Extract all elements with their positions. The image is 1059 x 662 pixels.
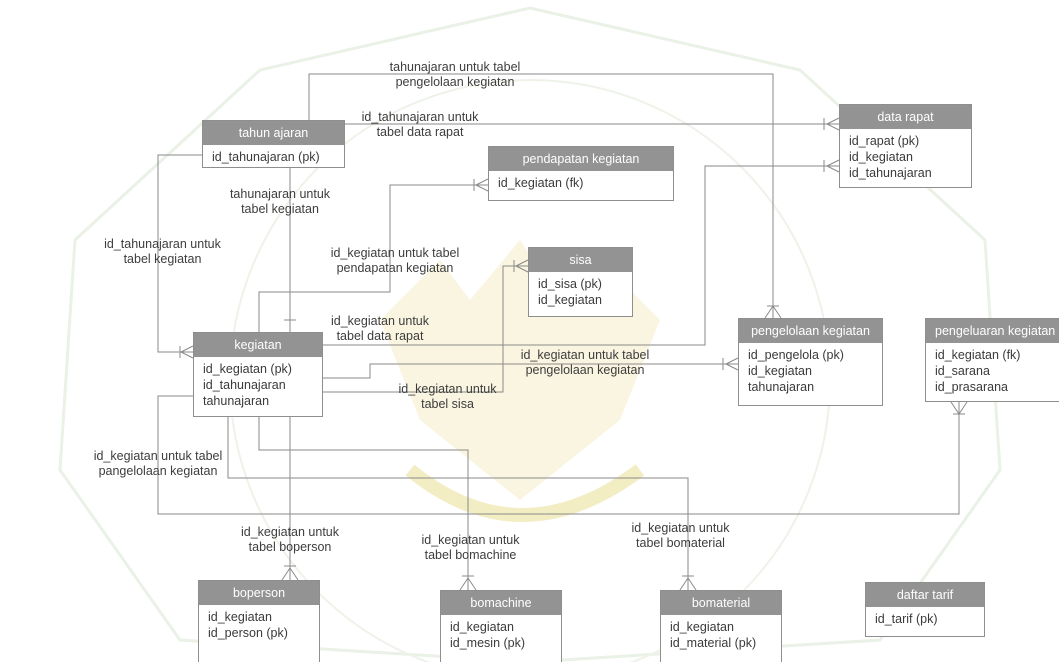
entity-field: id_kegiatan [208, 610, 272, 624]
entity-title: tahun ajaran [203, 121, 344, 145]
crowfoot-marker [459, 575, 477, 591]
entity-field: id_tarif (pk) [875, 612, 938, 626]
entity-field: id_rapat (pk) [849, 134, 920, 148]
relation-line [227, 417, 689, 590]
entity-field: id_tahunajaran (pk) [212, 150, 320, 164]
entity-field: id_pengelola (pk) [748, 348, 844, 362]
entity-field: id_kegiatan (fk) [498, 176, 584, 190]
crowfoot-marker [722, 357, 739, 371]
entity-daftar-tarif: daftar tarif id_tarif (pk) [865, 582, 985, 637]
entity-title: data rapat [840, 105, 971, 129]
entity-field: id_kegiatan (pk) [203, 362, 292, 376]
entity-field: tahunajaran [203, 394, 270, 408]
crowfoot-marker [473, 178, 489, 192]
entity-field: id_prasarana [935, 380, 1008, 394]
entity-field: id_sisa (pk) [538, 277, 602, 291]
entity-field: id_kegiatan [748, 364, 812, 378]
entity-field: id_material (pk) [670, 636, 757, 650]
entity-field: id_tahunajaran [203, 378, 286, 392]
entity-field: id_sarana [935, 364, 990, 378]
entity-field: id_kegiatan [849, 150, 913, 164]
entity-field: id_kegiatan (fk) [935, 348, 1021, 362]
entity-pengeluaran-kegiatan: pengeluaran kegiatan id_kegiatan (fk)id_… [925, 318, 1059, 402]
entity-data-rapat: data rapat id_rapat (pk) id_kegiatan id_ta… [839, 104, 972, 188]
crowfoot-marker [764, 305, 782, 319]
relation-label: id_kegiatan untuk tabel pengelolaan kegi… [520, 348, 650, 377]
entity-field: id_kegiatan [670, 620, 734, 634]
crowfoot-marker [281, 565, 299, 581]
relation-line [323, 363, 738, 379]
entity-field: id_person (pk) [208, 626, 288, 640]
relation-label: id_kegiatan untuk tabel sisa [398, 382, 497, 411]
relation-label: id_kegiatan untuk tabel data rapat [331, 314, 429, 343]
entity-title: bomaterial [661, 591, 781, 615]
relation-line [258, 184, 488, 332]
entity-fields: id_rapat (pk) id_kegiatan id_tahunajaran [840, 129, 971, 181]
entity-field: id_kegiatan [538, 293, 602, 307]
entity-field: id_tahunajaran [849, 166, 932, 180]
entity-sisa: sisa id_sisa (pk) id_kegiatan [528, 247, 633, 317]
entity-fields: id_sisa (pk) id_kegiatan [529, 272, 632, 308]
entity-fields: id_kegiatan id_person (pk) [199, 605, 319, 641]
crowfoot-marker [513, 259, 529, 273]
entity-fields: id_kegiatan id_mesin (pk) [441, 615, 561, 651]
entity-fields: id_kegiatan (fk) [489, 171, 673, 191]
entity-title: daftar tarif [866, 583, 984, 607]
relation-label: id_tahunajaran untuk tabel data rapat [361, 110, 479, 139]
crowfoot-marker [823, 117, 840, 131]
relation-line [157, 395, 960, 515]
entity-field: tahunajaran [748, 380, 815, 394]
entity-fields: id_kegiatan (pk) id_tahunajaran tahunajara… [194, 357, 322, 409]
entity-fields: id_tarif (pk) [866, 607, 984, 627]
crowfoot-marker [679, 575, 697, 591]
relation-label: id_tahunajaran untuk tabel kegiatan [104, 237, 221, 266]
relation-label: tahunajaran untuk tabel pengelolaan kegi… [389, 60, 521, 89]
entity-boperson: boperson id_kegiatan id_person (pk) [198, 580, 320, 662]
relation-line [157, 154, 202, 353]
relation-label: id_kegiatan untuk tabel pangelolaan kegi… [93, 449, 223, 478]
entity-title: pendapatan kegiatan [489, 147, 673, 171]
entity-fields: id_kegiatan id_material (pk) [661, 615, 781, 651]
entity-title: pengeluaran kegiatan [926, 319, 1059, 343]
entity-pengelolaan-kegiatan: pengelolaan kegiatan id_pengelola (pk)id… [738, 318, 883, 406]
entity-bomachine: bomachine id_kegiatan id_mesin (pk) [440, 590, 562, 662]
entity-title: sisa [529, 248, 632, 272]
entity-field: id_kegiatan [450, 620, 514, 634]
crowfoot-marker [950, 401, 968, 415]
relation-label: id_kegiatan untuk tabel pendapatan kegia… [330, 246, 460, 275]
entity-bomaterial: bomaterial id_kegiatan id_material (pk) [660, 590, 782, 662]
relation-line [323, 165, 839, 346]
entity-title: kegiatan [194, 333, 322, 357]
entity-fields: id_tahunajaran (pk) [203, 145, 344, 165]
entity-pendapatan-kegiatan: pendapatan kegiatan id_kegiatan (fk) [488, 146, 674, 201]
relation-line [323, 265, 528, 393]
entity-tahun-ajaran: tahun ajaran id_tahunajaran (pk) [202, 120, 345, 168]
relation-label: id_kegiatan untuk tabel boperson [241, 525, 339, 554]
entity-title: boperson [199, 581, 319, 605]
entity-fields: id_kegiatan (fk) id_sarana id_prasarana [926, 343, 1059, 395]
relation-line [258, 417, 469, 590]
entity-title: pengelolaan kegiatan [739, 319, 882, 343]
relation-line [308, 73, 774, 318]
entity-field: id_mesin (pk) [450, 636, 526, 650]
entity-title: bomachine [441, 591, 561, 615]
relation-label: tahunajaran untuk tabel kegiatan [229, 187, 331, 216]
relation-label: id_kegiatan untuk tabel bomaterial [631, 521, 730, 550]
crowfoot-marker [823, 159, 840, 173]
entity-fields: id_pengelola (pk) id_kegiatan tahunajaran [739, 343, 882, 395]
relation-label: id_kegiatan untuk tabel bomachine [421, 533, 520, 562]
crowfoot-marker [179, 345, 194, 359]
